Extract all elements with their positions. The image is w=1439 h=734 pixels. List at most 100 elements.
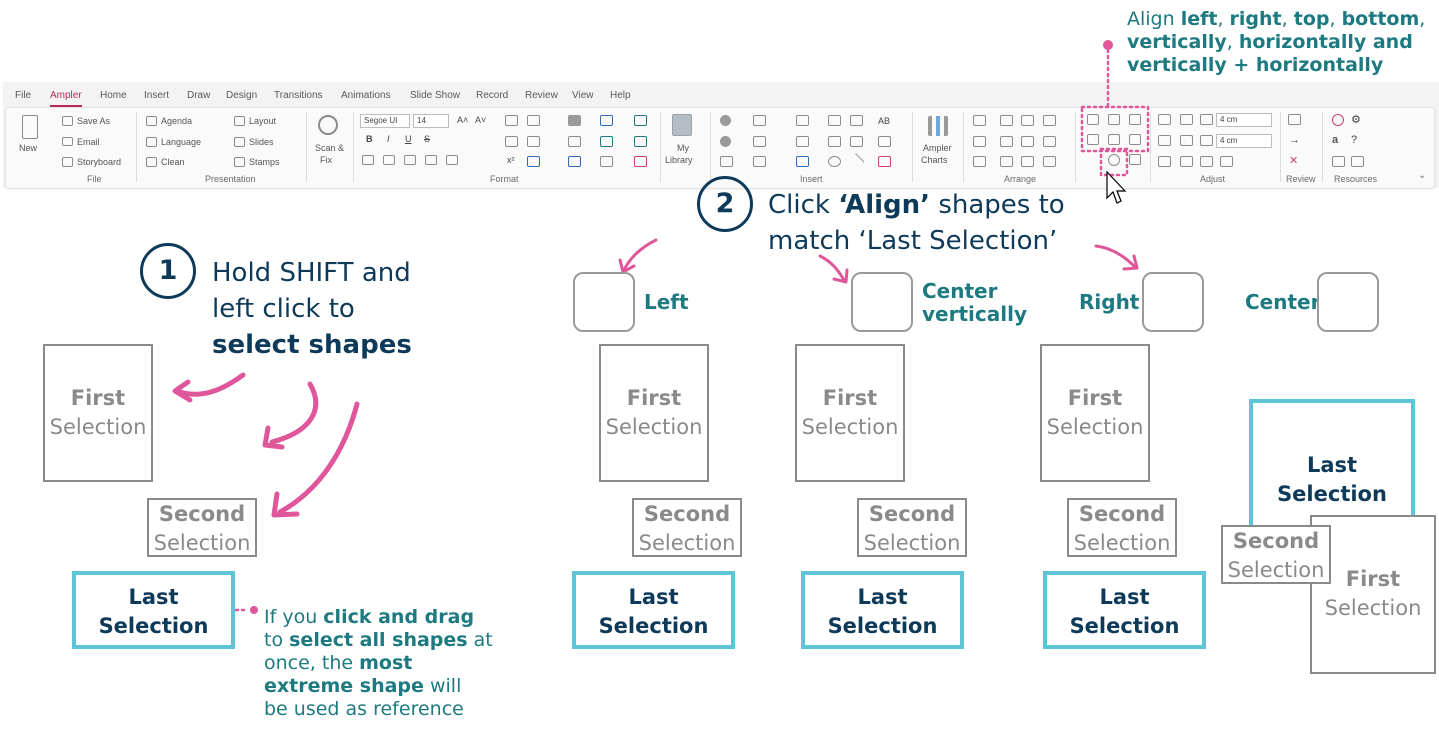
- first-selection-shape[interactable]: First Selection: [1040, 344, 1150, 482]
- align-center-icon[interactable]: [1108, 114, 1120, 125]
- stretch-height-icon[interactable]: [1180, 135, 1193, 146]
- align-text-right-icon[interactable]: [404, 155, 416, 165]
- first-selection-shape[interactable]: First Selection: [599, 344, 709, 482]
- width-field[interactable]: 4 cm: [1216, 113, 1272, 127]
- my-library-label-2[interactable]: Library: [665, 155, 693, 165]
- tab-review[interactable]: Review: [525, 90, 558, 101]
- tab-design[interactable]: Design: [226, 90, 258, 101]
- tab-help[interactable]: Help: [610, 90, 631, 101]
- decrease-font-icon[interactable]: A˅: [475, 115, 487, 125]
- second-selection-shape[interactable]: Second Selection: [632, 498, 742, 557]
- align-text-center-icon[interactable]: [383, 155, 395, 165]
- fit-icon[interactable]: [1180, 156, 1193, 167]
- align-bottom-icon[interactable]: [1129, 134, 1141, 145]
- swap-icon[interactable]: [1000, 136, 1013, 147]
- more-icon[interactable]: [1351, 156, 1364, 167]
- increase-font-icon[interactable]: A˄: [457, 115, 469, 125]
- send-backward-icon[interactable]: [1021, 156, 1034, 167]
- harvey-ball-icon[interactable]: [753, 136, 766, 147]
- tab-record[interactable]: Record: [476, 90, 509, 101]
- corner-icon[interactable]: [1220, 156, 1233, 167]
- arrange-grid-icon[interactable]: [973, 115, 986, 126]
- font-color-icon[interactable]: [600, 115, 613, 126]
- indent-icon[interactable]: [505, 115, 518, 126]
- align-center-button[interactable]: [1317, 272, 1379, 332]
- format-painter-icon[interactable]: [634, 115, 647, 126]
- first-selection-shape[interactable]: First Selection: [43, 344, 153, 482]
- last-selection-shape[interactable]: Last Selection: [572, 571, 735, 649]
- my-library-icon[interactable]: [672, 114, 692, 136]
- save-as-button[interactable]: Save As: [77, 116, 111, 126]
- bring-forward-icon[interactable]: [1000, 156, 1013, 167]
- second-selection-shape[interactable]: Second Selection: [857, 498, 967, 557]
- second-selection-shape[interactable]: Second Selection: [1221, 525, 1331, 584]
- tab-animations[interactable]: Animations: [341, 90, 391, 101]
- rectangle-icon[interactable]: [828, 115, 841, 126]
- clean-button[interactable]: Clean: [161, 157, 185, 167]
- width-icon[interactable]: [1200, 114, 1213, 125]
- save-as-icon[interactable]: [62, 116, 73, 126]
- rounded-box-icon[interactable]: [850, 115, 863, 126]
- justify-text-icon[interactable]: [425, 155, 437, 165]
- highlight-icon[interactable]: [527, 156, 540, 167]
- gear-icon[interactable]: ⚙: [1351, 114, 1361, 126]
- last-selection-shape[interactable]: Last Selection: [72, 571, 235, 649]
- tab-ampler[interactable]: Ampler: [50, 90, 82, 107]
- numbering-icon[interactable]: [527, 136, 540, 147]
- align-center-vertically-button[interactable]: [851, 272, 913, 332]
- first-selection-shape[interactable]: First Selection: [795, 344, 905, 482]
- layout-icon[interactable]: [234, 116, 245, 126]
- close-icon[interactable]: ✕: [1289, 155, 1299, 167]
- rounded-rect-icon[interactable]: [828, 136, 841, 147]
- caption-icon[interactable]: [878, 136, 891, 147]
- scan-fix-label-1[interactable]: Scan &: [315, 143, 345, 153]
- font-size-field[interactable]: 14: [413, 114, 449, 128]
- line-weight-icon[interactable]: [568, 156, 581, 167]
- align-center-both-icon[interactable]: [1108, 154, 1120, 166]
- oval-icon[interactable]: [828, 156, 841, 167]
- line-spacing-icon[interactable]: [527, 115, 540, 126]
- ampler-charts-icon[interactable]: [928, 116, 948, 136]
- magic-wand-icon[interactable]: [1043, 156, 1056, 167]
- align-left-icon[interactable]: [1087, 114, 1099, 125]
- scan-fix-label-2[interactable]: Fix: [320, 155, 332, 165]
- connect-icon[interactable]: [1043, 136, 1056, 147]
- align-top-icon[interactable]: [1087, 134, 1099, 145]
- distribute-icon[interactable]: [973, 136, 986, 147]
- text-box-icon[interactable]: [796, 115, 809, 126]
- superscript-icon[interactable]: x²: [507, 155, 515, 165]
- new-button-label[interactable]: New: [19, 143, 38, 153]
- clean-icon[interactable]: [146, 157, 157, 167]
- ampler-charts-label-1[interactable]: Ampler: [923, 143, 952, 153]
- strikethrough-icon[interactable]: S: [424, 134, 431, 144]
- line-style-icon[interactable]: [600, 156, 613, 167]
- brush-icon[interactable]: [634, 136, 647, 147]
- agenda-icon[interactable]: [146, 116, 157, 126]
- new-document-icon[interactable]: [22, 115, 38, 139]
- slides-button[interactable]: Slides: [249, 137, 274, 147]
- arrow-right-icon[interactable]: →: [1289, 134, 1300, 146]
- agenda-item-icon[interactable]: [720, 115, 731, 126]
- agenda-button[interactable]: Agenda: [161, 116, 193, 126]
- second-selection-shape[interactable]: Second Selection: [1067, 498, 1177, 557]
- italic-icon[interactable]: I: [387, 134, 390, 144]
- align-right-icon[interactable]: [1129, 114, 1141, 125]
- shapes-icon[interactable]: [796, 156, 809, 167]
- same-width-icon[interactable]: [1158, 114, 1171, 125]
- underline-icon[interactable]: U: [405, 134, 412, 144]
- shape-fill-icon[interactable]: [568, 115, 581, 126]
- language-button[interactable]: Language: [161, 137, 202, 147]
- grid-icon[interactable]: [1332, 156, 1345, 167]
- tab-file[interactable]: File: [15, 90, 32, 101]
- height-icon[interactable]: [1200, 135, 1213, 146]
- align-grid-icon[interactable]: [1129, 154, 1141, 165]
- help-icon[interactable]: ?: [1351, 134, 1358, 146]
- shape-outline-icon[interactable]: [568, 136, 581, 147]
- first-selection-shape[interactable]: First Selection: [1310, 515, 1436, 674]
- align-right-button[interactable]: [1142, 272, 1204, 332]
- collapse-ribbon-icon[interactable]: ⌄: [1418, 170, 1427, 181]
- tab-home[interactable]: Home: [100, 90, 127, 101]
- ampler-logo-icon[interactable]: a: [1332, 134, 1339, 146]
- stamps-icon[interactable]: [234, 157, 245, 167]
- storyboard-icon[interactable]: [62, 157, 73, 167]
